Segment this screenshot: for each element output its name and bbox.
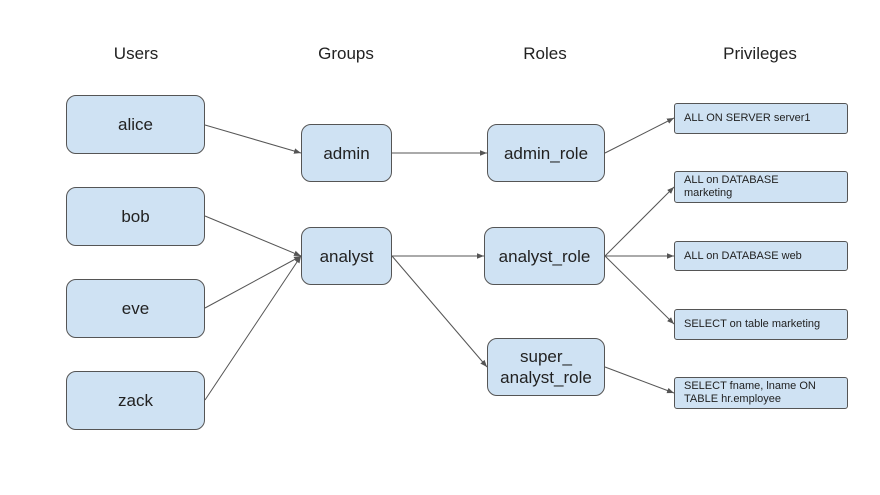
edge-admin-role-priv-server	[604, 117, 675, 154]
user-zack-label: zack	[118, 391, 153, 410]
edge-bob-analyst	[204, 215, 302, 257]
edge-super-analyst-role-priv-hr	[604, 366, 675, 394]
privilege-select-on-table-marketing-label: SELECT on table marketing	[684, 318, 821, 330]
edge-analyst-role-priv-db-marketing	[604, 186, 675, 257]
header-groups: Groups	[318, 44, 374, 63]
user-eve: eve	[66, 279, 205, 338]
role-admin-role: admin_role	[487, 124, 605, 182]
user-zack: zack	[66, 371, 205, 430]
role-analyst-role-label: analyst_role	[498, 246, 591, 266]
privilege-all-on-database-marketing: ALL on DATABASE marketing	[674, 171, 848, 203]
user-bob-label: bob	[121, 207, 150, 226]
header-privileges: Privileges	[723, 44, 797, 63]
role-super-analyst-role-label: super_ analyst_role	[500, 347, 592, 387]
group-admin: admin	[301, 124, 392, 182]
edge-eve-analyst	[204, 255, 302, 309]
header-users: Users	[113, 44, 159, 63]
edge-analyst-role-priv-table-marketing	[604, 255, 675, 325]
user-eve-label: eve	[121, 299, 150, 318]
edge-alice-admin	[204, 124, 302, 154]
header-roles: Roles	[523, 44, 567, 63]
group-analyst: analyst	[301, 227, 392, 285]
privilege-select-on-table-marketing: SELECT on table marketing	[674, 309, 848, 340]
user-alice-label: alice	[118, 115, 153, 134]
privilege-all-on-server: ALL ON SERVER server1	[674, 103, 848, 134]
role-analyst-role: analyst_role	[484, 227, 605, 285]
user-bob: bob	[66, 187, 205, 246]
privilege-all-on-server-label: ALL ON SERVER server1	[684, 112, 811, 124]
role-super-analyst-role: super_ analyst_role	[487, 338, 605, 396]
edge-zack-analyst	[204, 255, 302, 401]
privilege-select-hr-employee-label: SELECT fname, lname ON TABLE hr.employee	[684, 380, 816, 405]
privilege-all-on-database-web-label: ALL on DATABASE web	[684, 249, 802, 262]
group-admin-label: admin	[323, 143, 370, 163]
privilege-select-hr-employee: SELECT fname, lname ON TABLE hr.employee	[674, 377, 848, 409]
role-admin-role-label: admin_role	[503, 143, 589, 163]
group-analyst-label: analyst	[319, 246, 374, 266]
user-alice: alice	[66, 95, 205, 154]
privilege-all-on-database-marketing-label: ALL on DATABASE marketing	[684, 174, 779, 199]
edge-analyst-super-analyst-role	[391, 255, 488, 368]
privilege-all-on-database-web: ALL on DATABASE web	[674, 241, 848, 271]
